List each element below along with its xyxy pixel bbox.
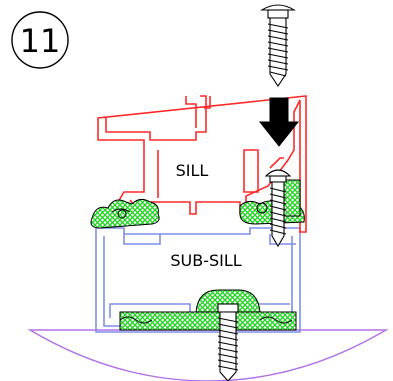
installed-screw-icon [264, 169, 292, 248]
step-badge: 11 [11, 11, 69, 69]
sill-label: SILL [176, 161, 209, 180]
sub-sill-profile [95, 227, 301, 333]
top-screw-icon [260, 4, 296, 87]
bottom-gaskets [119, 289, 297, 331]
bottom-gasket-strip [119, 311, 297, 331]
center-gasket-dome [195, 289, 261, 313]
left-gasket [90, 198, 160, 229]
step-number: 11 [20, 22, 61, 60]
sealant-base-arc [27, 329, 389, 381]
step-badge-circle [11, 11, 69, 69]
sill-profile [97, 95, 307, 233]
bottom-screw-icon [217, 303, 239, 381]
down-arrow-icon [258, 97, 300, 147]
sub-sill-label: SUB-SILL [170, 251, 241, 270]
